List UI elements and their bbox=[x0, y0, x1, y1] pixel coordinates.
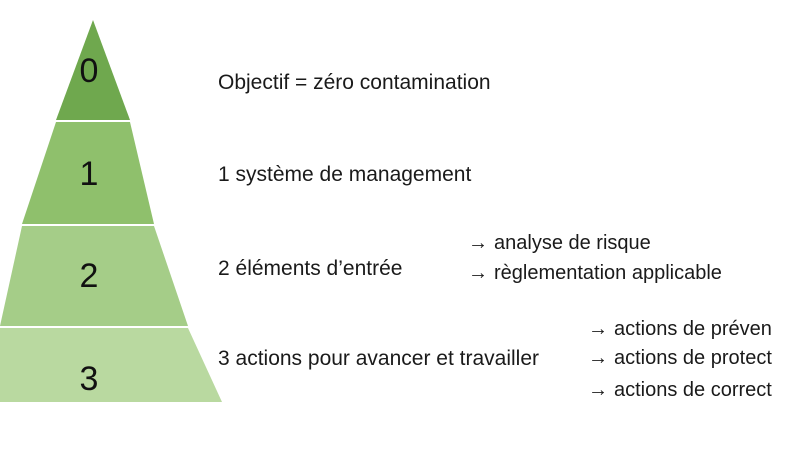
pyramid-level-3 bbox=[0, 328, 222, 402]
level2-item-regulation: → règlementation applicable bbox=[468, 262, 722, 285]
arrow-right-icon: → bbox=[468, 232, 488, 254]
arrow-right-icon: → bbox=[588, 318, 608, 340]
level-number-0: 0 bbox=[80, 52, 99, 90]
item-text: analyse de risque bbox=[494, 232, 651, 254]
level2-item-risk: → analyse de risque bbox=[468, 232, 651, 255]
item-text: actions de protect bbox=[614, 347, 772, 369]
arrow-right-icon: → bbox=[588, 379, 608, 401]
item-text: actions de correct bbox=[614, 379, 772, 401]
level-number-3: 3 bbox=[80, 360, 99, 398]
pyramid-level-2 bbox=[0, 226, 188, 326]
level-label-3: 3 actions pour avancer et travailler bbox=[218, 347, 539, 370]
item-text: règlementation applicable bbox=[494, 262, 722, 284]
pyramid-level-0 bbox=[56, 20, 130, 120]
arrow-right-icon: → bbox=[468, 262, 488, 284]
level-label-2: 2 éléments d’entrée bbox=[218, 257, 403, 280]
level3-item-correction: → actions de correct bbox=[588, 379, 772, 402]
level-label-0: Objectif = zéro contamination bbox=[218, 71, 491, 94]
level-number-1: 1 bbox=[80, 155, 99, 193]
arrow-right-icon: → bbox=[588, 347, 608, 369]
level-label-1: 1 système de management bbox=[218, 163, 472, 186]
item-text: actions de préven bbox=[614, 318, 772, 340]
level-number-2: 2 bbox=[80, 257, 99, 295]
pyramid-level-1 bbox=[22, 122, 154, 224]
level3-item-prevention: → actions de préven bbox=[588, 318, 772, 341]
level3-item-protection: → actions de protect bbox=[588, 347, 772, 370]
